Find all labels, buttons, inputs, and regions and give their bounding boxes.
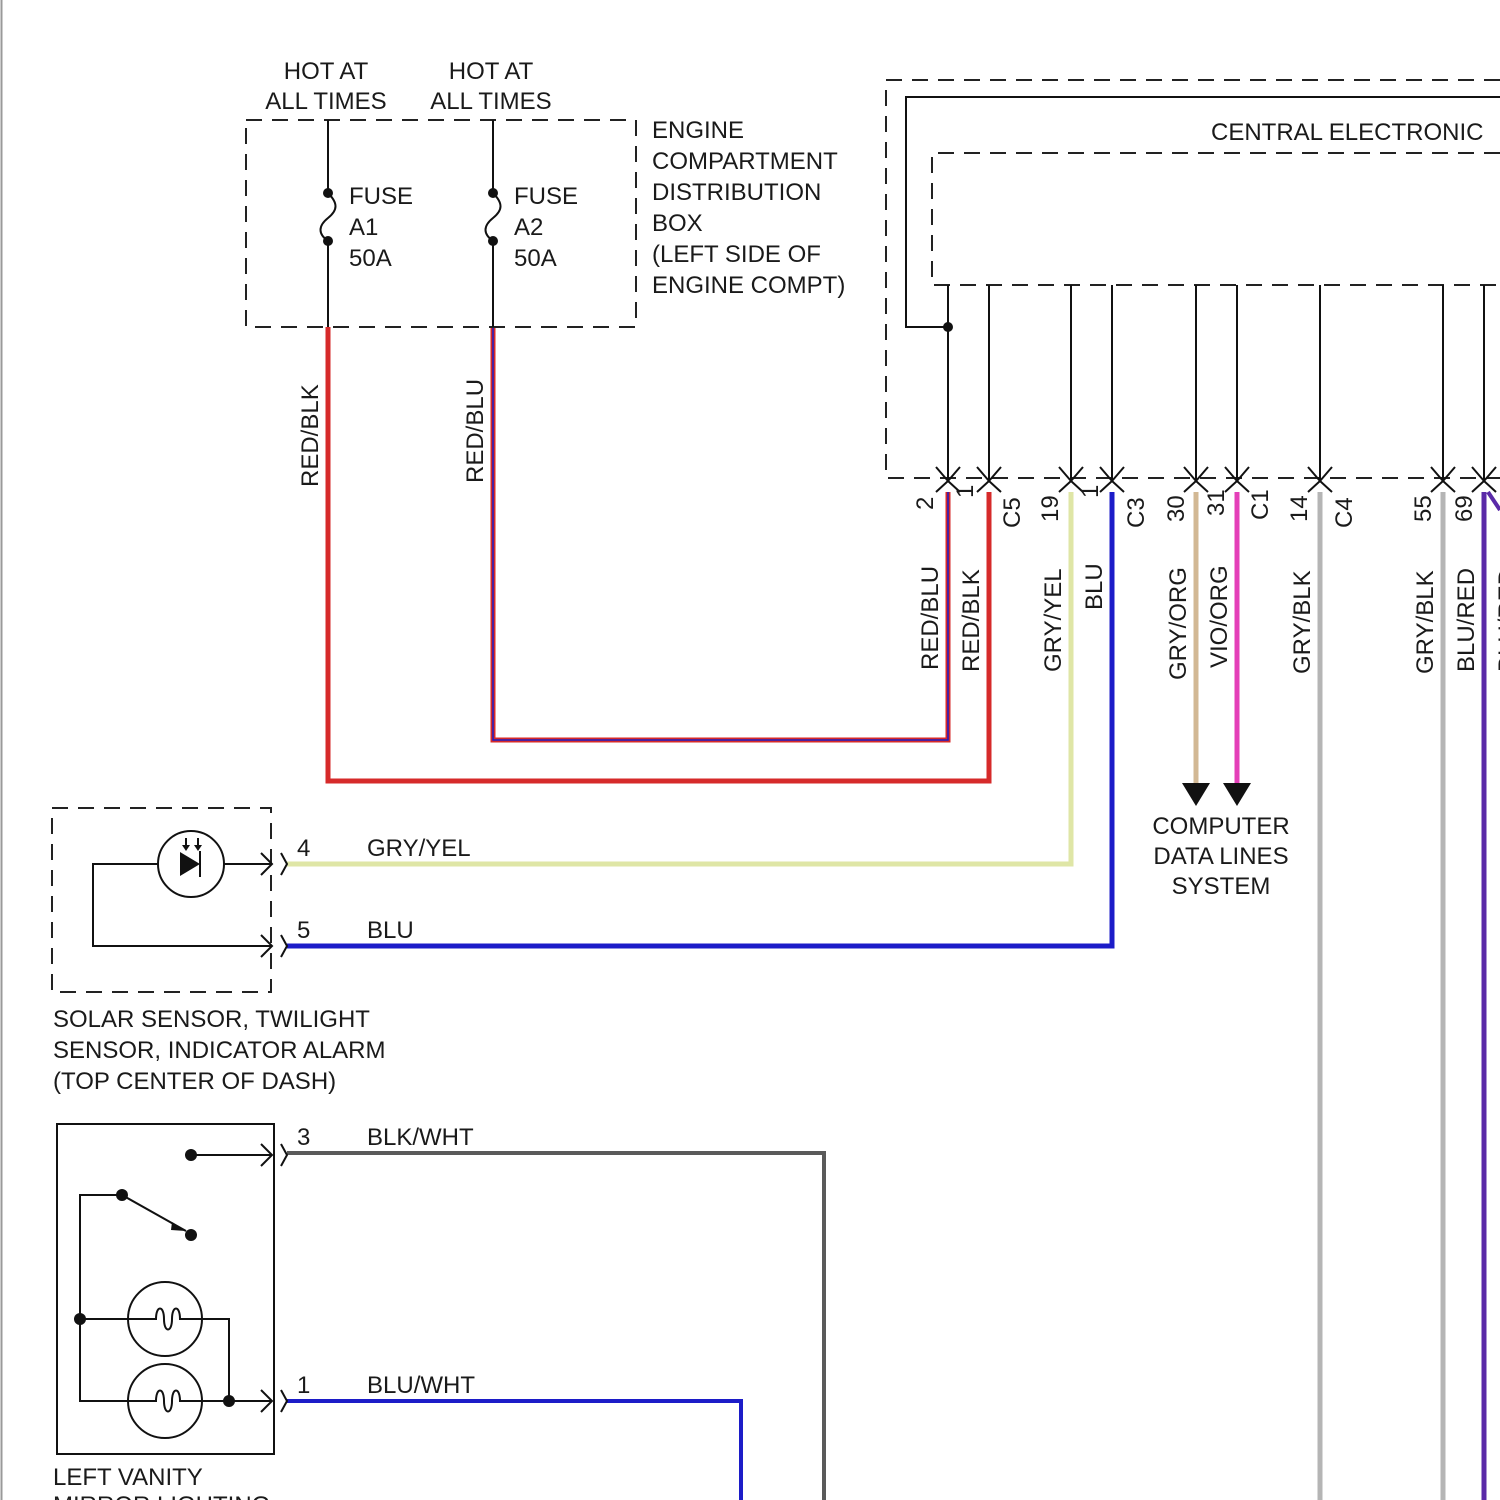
- wire-purple-edge: [1488, 492, 1500, 510]
- solar-sensor: 4 GRY/YEL 5 BLU SOLAR SENSOR, TWILIGHT S…: [52, 808, 471, 1095]
- fuse-a2-word: FUSE: [514, 183, 578, 210]
- hot-label-2-line1: HOT AT: [449, 58, 534, 85]
- connector-icon: [936, 467, 1496, 492]
- hot-label-1-line2: ALL TIMES: [265, 88, 386, 115]
- wire-label-fuse-a2: RED/BLU: [462, 379, 489, 483]
- fuse-a1-word: FUSE: [349, 183, 413, 210]
- wire-gry-yel: [287, 492, 1071, 864]
- pin-number: 14: [1286, 495, 1313, 522]
- photodiode-icon: [158, 831, 224, 897]
- engine-box-line-2: COMPARTMENT: [652, 148, 838, 175]
- pin-number: 69: [1451, 495, 1478, 522]
- pin-number: 55: [1410, 495, 1437, 522]
- engine-box-line-5: (LEFT SIDE OF: [652, 241, 821, 268]
- vanity-pin-1-num: 1: [297, 1372, 310, 1399]
- wires: [287, 327, 1500, 1500]
- wire-label-pin1-c3: BLU: [1081, 563, 1108, 610]
- left-vanity-mirror: 3 BLK/WHT 1 BLU/WHT LEFT VANITY MIRROR L…: [53, 1124, 475, 1500]
- pin-number: 30: [1163, 495, 1190, 522]
- connector-id: C1: [1247, 489, 1274, 520]
- solar-pin-5-wire: BLU: [367, 917, 414, 944]
- connector-icon: [261, 853, 287, 957]
- computer-data-line-3: SYSTEM: [1172, 873, 1271, 900]
- solar-pin-4-wire: GRY/YEL: [367, 835, 471, 862]
- connector-id: C3: [1123, 497, 1150, 528]
- engine-box-line-4: BOX: [652, 210, 703, 237]
- solar-caption-1: SOLAR SENSOR, TWILIGHT: [53, 1006, 370, 1033]
- connector-id: C4: [1331, 497, 1358, 528]
- engine-box-line-6: ENGINE COMPT): [652, 272, 845, 299]
- engine-compartment-box: HOT AT ALL TIMES HOT AT ALL TIMES FUSE A…: [246, 58, 845, 487]
- pin-number: 31: [1203, 489, 1230, 516]
- module-wire-labels: RED/BLU RED/BLK GRY/YEL BLU GRY/ORG VIO/…: [917, 563, 1500, 680]
- central-electronic-module: CENTRAL ELECTRONIC 2 1 19 1 30 31 14: [886, 80, 1500, 528]
- wire-blk-wht: [287, 1153, 824, 1500]
- wire-red-blu: [493, 327, 948, 740]
- fuse-a2-id: A2: [514, 214, 543, 241]
- fuse-icon: [486, 120, 501, 327]
- vanity-caption-1: LEFT VANITY: [53, 1464, 203, 1491]
- wire-label-pin31: VIO/ORG: [1206, 565, 1233, 668]
- computer-data-line-2: DATA LINES: [1153, 843, 1288, 870]
- vanity-pin-1-wire: BLU/WHT: [367, 1372, 475, 1399]
- wire-red-blk: [328, 327, 989, 781]
- arrow-down-icon: [1223, 783, 1251, 806]
- fuse-a1-id: A1: [349, 214, 378, 241]
- vanity-pin-3-wire: BLK/WHT: [367, 1124, 474, 1151]
- wire-label-pin69-partial: BLU/RED: [1494, 568, 1500, 672]
- solar-caption-2: SENSOR, INDICATOR ALARM: [53, 1037, 386, 1064]
- wire-label-pin1-c5: RED/BLK: [958, 569, 985, 672]
- fuse-icon: [321, 120, 336, 327]
- vanity-pin-3-num: 3: [297, 1124, 310, 1151]
- wire-label-pin30: GRY/ORG: [1165, 567, 1192, 680]
- pin-number: 1: [1077, 485, 1104, 498]
- switch-icon: [116, 1189, 197, 1241]
- wire-label-pin2: RED/BLU: [917, 566, 944, 670]
- bulb-icon: [128, 1282, 202, 1356]
- computer-data-lines: COMPUTER DATA LINES SYSTEM: [1152, 783, 1289, 900]
- engine-box-line-3: DISTRIBUTION: [652, 179, 821, 206]
- vanity-caption-2: MIRROR LIGHTING: [53, 1492, 270, 1500]
- solar-pin-4-num: 4: [297, 835, 310, 862]
- wire-label-pin14: GRY/BLK: [1289, 570, 1316, 674]
- connector-id: C5: [999, 497, 1026, 528]
- engine-box-line-1: ENGINE: [652, 117, 744, 144]
- pin-number: 19: [1037, 495, 1064, 522]
- wire-label-pin55: GRY/BLK: [1412, 570, 1439, 674]
- hot-label-1-line1: HOT AT: [284, 58, 369, 85]
- wire-red-blu-stripe: [493, 327, 948, 740]
- wire-label-pin19: GRY/YEL: [1040, 568, 1067, 672]
- pin-number: 2: [912, 497, 939, 510]
- pin-number: 1: [952, 485, 979, 498]
- fuse-a1-rating: 50A: [349, 245, 392, 272]
- solar-pin-5-num: 5: [297, 917, 310, 944]
- wire-label-pin69: BLU/RED: [1453, 568, 1480, 672]
- hot-label-2-line2: ALL TIMES: [430, 88, 551, 115]
- wire-label-fuse-a1: RED/BLK: [297, 384, 324, 487]
- bulb-icon: [128, 1364, 202, 1438]
- fuse-a2-rating: 50A: [514, 245, 557, 272]
- wire-blu-wht: [287, 1401, 741, 1500]
- solar-caption-3: (TOP CENTER OF DASH): [53, 1068, 336, 1095]
- computer-data-line-1: COMPUTER: [1152, 813, 1289, 840]
- central-module-title: CENTRAL ELECTRONIC: [1211, 119, 1483, 146]
- arrow-down-icon: [1182, 783, 1210, 806]
